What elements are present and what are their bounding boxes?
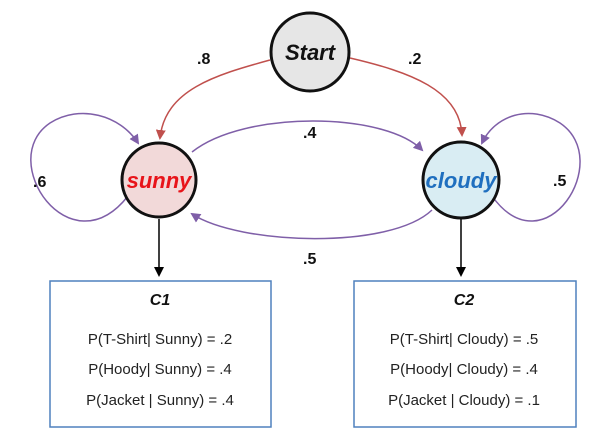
emission-box-c2-title: C2 [454,292,475,309]
node-start-label: Start [285,40,337,65]
node-cloudy-label: cloudy [426,168,499,193]
emission-box-c1: C1 P(T-Shirt| Sunny) = .2 P(Hoody| Sunny… [49,280,272,428]
label-start-to-sunny: .8 [197,51,210,68]
node-cloudy: cloudy [421,140,501,220]
emission-box-c1-title: C1 [150,292,171,309]
edge-start-to-sunny [155,59,271,140]
node-sunny: sunny [120,141,198,219]
label-sunny-to-cloudy: .4 [303,125,316,142]
emission-c2-line: P(Hoody| Cloudy) = .4 [390,361,538,378]
edge-cloudy-self-loop [480,112,581,222]
label-cloudy-self: .5 [553,173,566,190]
emission-box-c2: C2 P(T-Shirt| Cloudy) = .5 P(Hoody| Clou… [353,280,577,428]
node-start: Start [269,11,351,93]
label-sunny-self: .6 [33,174,46,191]
label-cloudy-to-sunny: .5 [303,251,316,268]
label-start-to-cloudy: .2 [408,51,421,68]
edge-sunny-self-loop [30,112,140,222]
emission-c1-line: P(Hoody| Sunny) = .4 [88,361,232,378]
emission-c2-line: P(T-Shirt| Cloudy) = .5 [390,331,539,348]
emission-c1-line: P(T-Shirt| Sunny) = .2 [88,331,232,348]
edge-start-to-cloudy [349,57,467,137]
node-sunny-label: sunny [127,168,194,193]
edge-sunny-to-cloudy [191,120,424,153]
emission-c1-line: P(Jacket | Sunny) = .4 [86,392,234,409]
emission-c2-line: P(Jacket | Cloudy) = .1 [388,392,540,409]
edge-cloudy-to-sunny [190,209,433,240]
